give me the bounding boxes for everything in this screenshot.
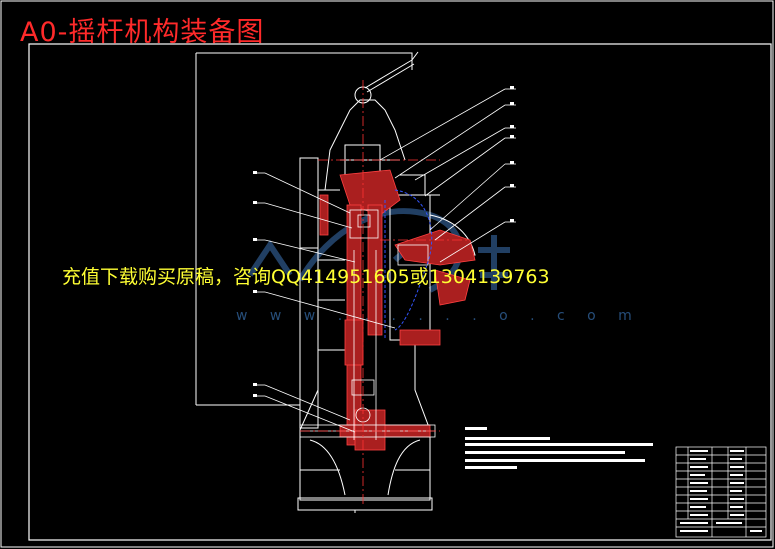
technical-notes [465, 427, 653, 469]
section-parts [319, 169, 476, 451]
drawing-title: A0-摇杆机构装备图 [20, 17, 265, 48]
title-block-marks [680, 450, 762, 532]
leader-lines-left [256, 172, 396, 433]
center-lines [300, 80, 470, 505]
watermark-url: w w w . . . . . . o . c o m [236, 308, 641, 324]
promo-watermark-text: 充值下载购买原稿，咨询QQ414951605或1304139763 [62, 266, 550, 288]
inner-border [28, 43, 772, 541]
hidden-lines [384, 189, 433, 340]
leader-lines-right [379, 88, 516, 263]
part-number-ticks-left [253, 171, 257, 397]
part-number-ticks-right [510, 86, 514, 222]
handle-lever [364, 51, 419, 93]
title-block [675, 446, 767, 538]
